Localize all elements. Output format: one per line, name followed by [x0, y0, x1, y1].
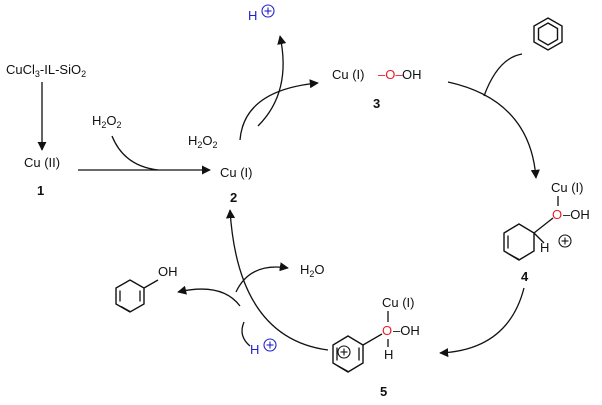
- peroxo-to-int4-arrow: [447, 81, 540, 179]
- compound-number-3: 3: [373, 96, 380, 111]
- compound-number-5: 5: [380, 384, 387, 399]
- h2o-label: H2O: [300, 262, 325, 279]
- svg-text:CuCl3-IL-SiO2: CuCl3-IL-SiO2: [6, 62, 86, 79]
- int4-c-h-bond: [533, 232, 545, 244]
- peroxo-oxygen: –O–: [378, 67, 403, 82]
- h-plus-bottom-arrow: [241, 321, 251, 347]
- int5-cu-label: Cu (I): [382, 295, 415, 310]
- int4-oh: –OH: [563, 207, 590, 222]
- svg-text:H2O2: H2O2: [92, 113, 122, 130]
- int5-positive-charge-icon: [337, 345, 351, 359]
- compound-number-1: 1: [37, 183, 44, 198]
- intermediate-4-ring: [503, 223, 535, 261]
- svg-text:H: H: [250, 342, 259, 357]
- cu1-label: Cu (I): [220, 165, 253, 180]
- phenol-oh: OH: [158, 264, 178, 279]
- int5-c-o-bond: [362, 333, 383, 346]
- int4-c-o-bond: [533, 217, 554, 234]
- h-plus-bottom-label: H: [250, 338, 277, 357]
- h2o2-reagent-label: H2O2: [92, 113, 122, 130]
- phenol-release-arrow: [177, 285, 241, 307]
- h2o-release-arrow: [235, 262, 289, 293]
- peroxo-oh: OH: [402, 67, 422, 82]
- h-plus-release-arrow: [257, 35, 287, 127]
- svg-text:H2O2: H2O2: [188, 133, 218, 150]
- benzene-ring: [533, 17, 563, 51]
- int4-h: H: [540, 240, 549, 255]
- int5-oxygen: O: [382, 323, 392, 338]
- svg-text:H: H: [248, 8, 257, 23]
- catalyst-label: CuCl3-IL-SiO2: [6, 62, 86, 79]
- int4-positive-charge-icon: [558, 234, 572, 248]
- h-plus-top-label: H: [248, 4, 275, 23]
- int4-cu-label: Cu (I): [551, 180, 584, 195]
- int5-h: H: [384, 347, 393, 362]
- intermediate-5-ring: [332, 335, 364, 373]
- svg-text:H2O: H2O: [300, 262, 325, 279]
- compound-number-4: 4: [521, 269, 529, 284]
- phenol-c-o-bond: [143, 279, 159, 289]
- int4-to-int5-arrow: [439, 287, 525, 358]
- h2o2-inner-label: H2O2: [188, 133, 218, 150]
- h2o2-to-peroxo-arrow: [239, 79, 319, 141]
- int4-oxygen: O: [552, 207, 562, 222]
- cu1-peroxo-label: Cu (I): [332, 67, 365, 82]
- int5-oh: –OH: [393, 323, 420, 338]
- int5-to-cu1-arrow: [225, 209, 329, 351]
- benzene-incoming-arrow: [483, 53, 523, 97]
- phenol-ring: [115, 279, 145, 313]
- compound-number-2: 2: [230, 190, 237, 205]
- cu2-label: Cu (II): [24, 155, 60, 170]
- h2o2-incoming-arrow: [111, 135, 159, 171]
